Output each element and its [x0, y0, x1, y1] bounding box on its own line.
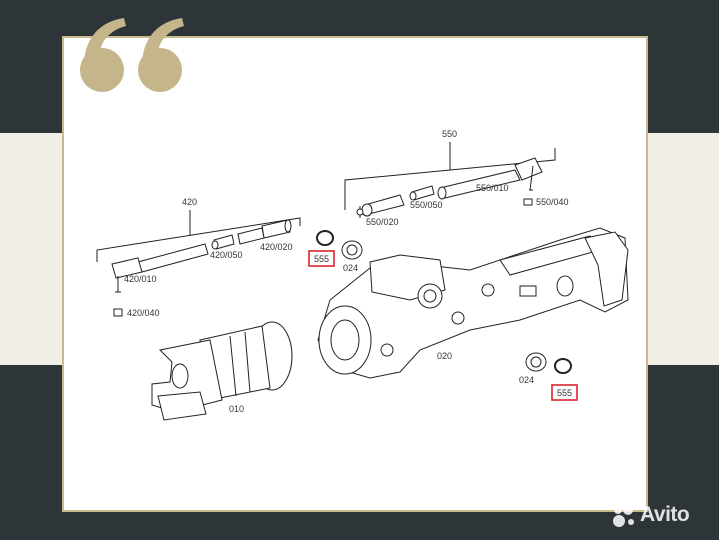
label-024-a: 024 [343, 263, 358, 273]
highlight-box-555-a [308, 250, 335, 267]
label-420-010: 420/010 [124, 274, 157, 284]
highlight-box-555-b [551, 384, 578, 401]
label-020: 020 [437, 351, 452, 361]
label-550-040: 550/040 [536, 197, 569, 207]
label-550-010: 550/010 [476, 183, 509, 193]
nut-420-040 [113, 308, 123, 317]
axle-housing-020 [317, 227, 629, 379]
flange-yoke-010 [151, 321, 293, 421]
tie-rod-420-010 [111, 243, 209, 293]
label-550: 550 [442, 129, 457, 139]
group-420-bracket [96, 210, 301, 262]
clamp-420-050 [211, 234, 235, 250]
label-550-020: 550/020 [366, 217, 399, 227]
tie-rod-end-420-020 [237, 219, 292, 245]
label-010: 010 [229, 404, 244, 414]
tie-rod-550-010 [437, 157, 543, 200]
label-420-040: 420/040 [127, 308, 160, 318]
label-420: 420 [182, 197, 197, 207]
watermark-text: Avito [640, 503, 690, 526]
label-550-050: 550/050 [410, 200, 443, 210]
label-420-020: 420/020 [260, 242, 293, 252]
quote-mark-icon [80, 18, 184, 92]
label-024-b: 024 [519, 375, 534, 385]
nut-550-040 [523, 198, 533, 206]
group-550-bracket [344, 142, 556, 210]
clamp-550-050 [409, 185, 435, 201]
avito-logo-icon [613, 505, 634, 527]
seal-ring-555-b [554, 358, 572, 374]
label-555-a: 555 [314, 254, 329, 264]
label-555-b: 555 [557, 388, 572, 398]
tie-rod-end-550-020 [356, 194, 405, 218]
bushing-024-b [525, 352, 547, 372]
seal-ring-555-a [316, 230, 334, 246]
label-420-050: 420/050 [210, 250, 243, 260]
bushing-024-a [341, 240, 363, 260]
